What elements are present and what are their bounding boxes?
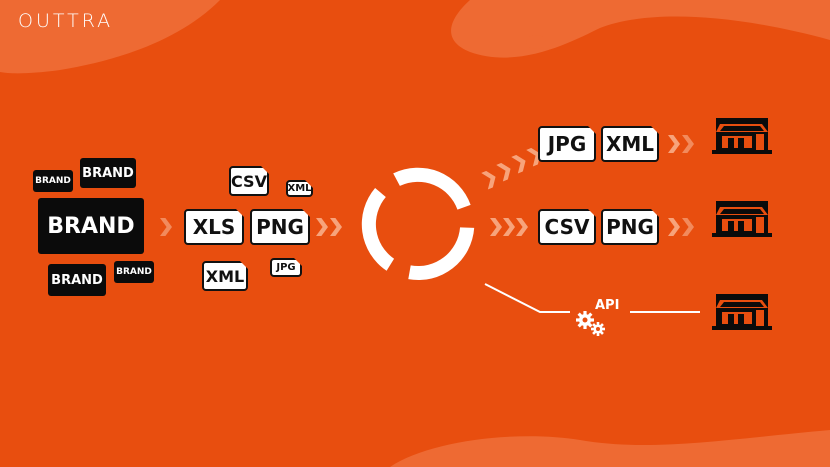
file-output-csv: CSV xyxy=(538,209,596,245)
file-jpg-small: JPG xyxy=(270,258,302,277)
brand-tile-tiny: BRAND xyxy=(33,170,73,192)
file-xls: XLS xyxy=(184,209,244,245)
api-label: API xyxy=(595,298,620,313)
file-xml: XML xyxy=(202,261,248,291)
file-xml-small: XML xyxy=(286,180,313,197)
file-output-xml: XML xyxy=(601,126,659,162)
file-csv: CSV xyxy=(229,166,269,196)
brand-tile-main: BRAND xyxy=(38,198,144,254)
file-output-png: PNG xyxy=(601,209,659,245)
file-png: PNG xyxy=(250,209,310,245)
store-icon-1 xyxy=(712,118,772,154)
file-output-jpg: JPG xyxy=(538,126,596,162)
brand-tile-bottom-right: BRAND xyxy=(114,261,154,283)
brand-tile-top: BRAND xyxy=(80,158,136,188)
store-icon-3 xyxy=(712,294,772,330)
brand-tile-bottom-left: BRAND xyxy=(48,264,106,296)
outtra-logo: OUTTRA xyxy=(18,10,114,32)
store-icon-2 xyxy=(712,201,772,237)
